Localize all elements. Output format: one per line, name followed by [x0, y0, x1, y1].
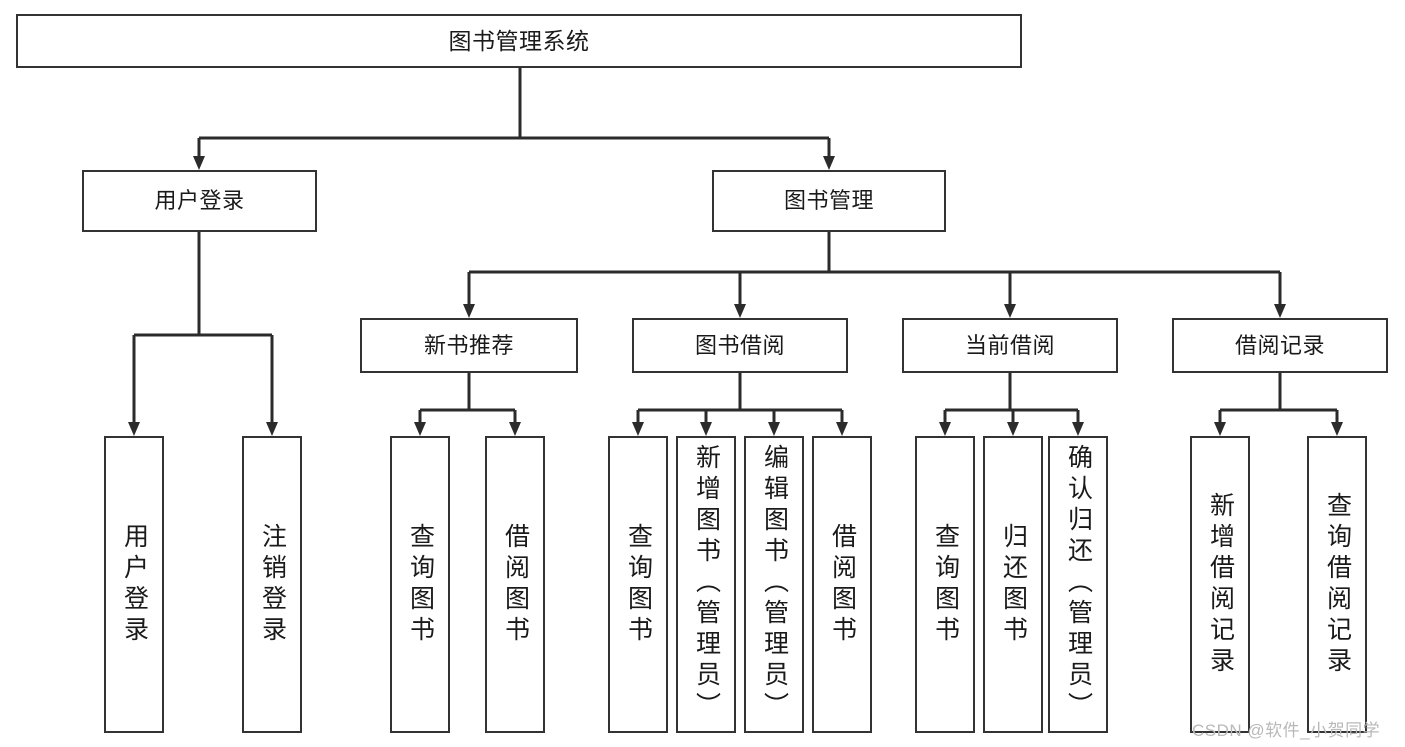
connector-edge-borrow-to-leaf1	[632, 410, 644, 436]
node-book-manage[interactable]: 图书管理	[712, 170, 946, 232]
connector-edge-borrow-to-leaf3	[768, 410, 780, 436]
node-leaf-query-record[interactable]: 查询借阅记录	[1307, 436, 1367, 733]
node-current-borrow[interactable]: 当前借阅	[902, 318, 1118, 373]
node-label: 查询图书	[931, 522, 960, 647]
node-leaf-return-book[interactable]: 归还图书	[983, 436, 1043, 733]
connector-edge-book-manage-to-borrow	[734, 272, 746, 318]
node-leaf-query-book-1[interactable]: 查询图书	[390, 436, 450, 733]
node-label: 用户登录	[154, 188, 245, 214]
node-label: 当前借阅	[964, 332, 1055, 358]
node-label: 图书借阅	[694, 332, 785, 358]
node-label: 借阅图书	[828, 522, 857, 647]
connector-edge-current-to-leaf3	[1072, 410, 1084, 436]
connector-edge-root-to-user-login	[193, 138, 205, 170]
node-label: 新增图书（管理员）	[692, 444, 721, 723]
connector-edge-root-to-book-manage	[823, 138, 835, 170]
connector-edge-record-to-leaf2	[1331, 410, 1343, 436]
connector-edge-recommend-to-leaf2	[509, 410, 521, 436]
node-leaf-confirm-return[interactable]: 确认归还（管理员）	[1048, 436, 1108, 733]
node-label: 注销登录	[258, 522, 287, 647]
node-label: 查询图书	[624, 522, 653, 647]
connector-edge-book-manage-to-current	[1004, 272, 1016, 318]
watermark-text: CSDN @软件_小贺同学	[1192, 721, 1381, 740]
connector-edge-current-to-leaf2	[1007, 410, 1019, 436]
node-user-login[interactable]: 用户登录	[82, 170, 317, 232]
connector-edge-borrow-to-leaf2	[700, 410, 712, 436]
node-label: 图书管理系统	[448, 27, 590, 54]
connector-edge-user-login-to-leaf1	[128, 335, 140, 436]
node-label: 归还图书	[999, 522, 1028, 647]
node-label: 查询图书	[406, 522, 435, 647]
node-label: 图书管理	[783, 188, 874, 214]
node-leaf-add-book[interactable]: 新增图书（管理员）	[676, 436, 736, 733]
node-leaf-user-login[interactable]: 用户登录	[104, 436, 164, 733]
connector-edge-borrow-to-leaf4	[836, 410, 848, 436]
node-leaf-add-record[interactable]: 新增借阅记录	[1190, 436, 1250, 733]
node-new-book-recommend[interactable]: 新书推荐	[360, 318, 578, 373]
node-book-borrow[interactable]: 图书借阅	[632, 318, 848, 373]
node-label: 确认归还（管理员）	[1064, 444, 1093, 723]
node-label: 用户登录	[120, 522, 149, 647]
node-leaf-borrow-book-1[interactable]: 借阅图书	[485, 436, 545, 733]
node-label: 新增借阅记录	[1206, 491, 1235, 678]
node-leaf-query-book-3[interactable]: 查询图书	[915, 436, 975, 733]
connector-edge-current-to-leaf1	[939, 410, 951, 436]
node-leaf-user-logout[interactable]: 注销登录	[242, 436, 302, 733]
node-leaf-borrow-book-2[interactable]: 借阅图书	[812, 436, 872, 733]
node-label: 新书推荐	[423, 332, 514, 358]
node-borrow-record[interactable]: 借阅记录	[1172, 318, 1388, 373]
node-label: 编辑图书（管理员）	[760, 444, 789, 723]
node-label: 查询借阅记录	[1323, 491, 1352, 678]
node-label: 借阅图书	[501, 522, 530, 647]
connector-edge-record-to-leaf1	[1214, 410, 1226, 436]
connector-edge-user-login-to-leaf2	[266, 335, 278, 436]
node-leaf-edit-book[interactable]: 编辑图书（管理员）	[744, 436, 804, 733]
node-root[interactable]: 图书管理系统	[16, 14, 1022, 68]
connector-edge-book-manage-to-record	[1274, 272, 1286, 318]
connector-edge-recommend-to-leaf1	[414, 410, 426, 436]
connector-edge-book-manage-to-recommend	[463, 272, 475, 318]
node-leaf-query-book-2[interactable]: 查询图书	[608, 436, 668, 733]
node-label: 借阅记录	[1234, 332, 1325, 358]
